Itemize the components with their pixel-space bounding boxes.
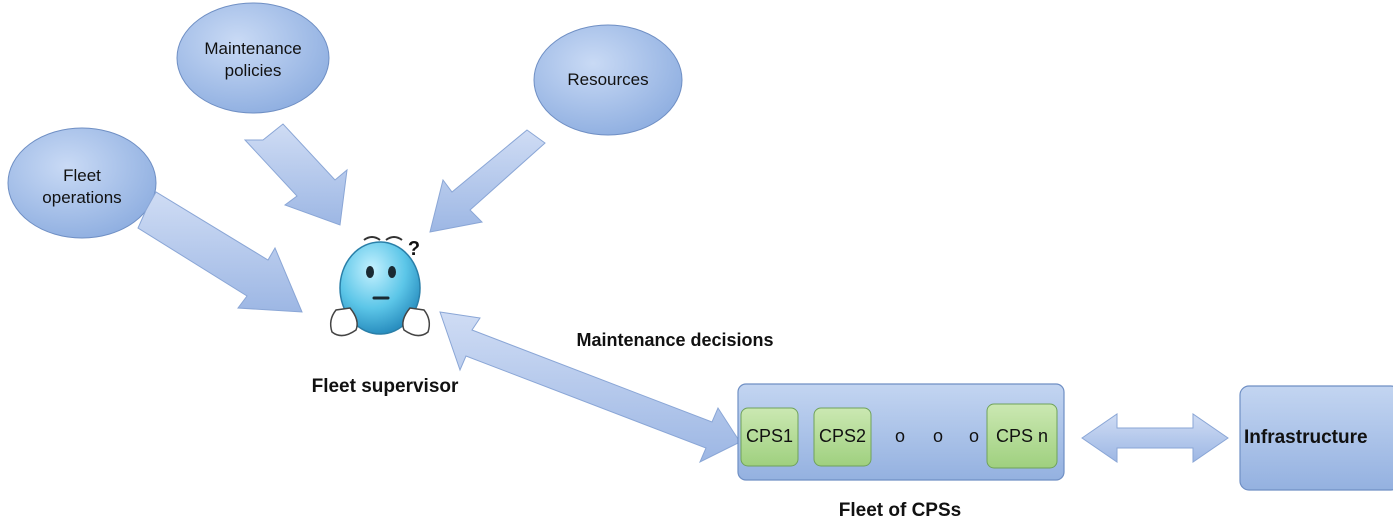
fleet-of-cps-label: Fleet of CPSs (838, 500, 962, 521)
ellipsis-dot-2: o (932, 426, 943, 446)
cps2-label: CPS2 (818, 426, 867, 446)
resources-node (533, 24, 683, 136)
cps1-label: CPS1 (745, 426, 794, 446)
infrastructure-label: Infrastructure (1244, 427, 1368, 448)
cps1-box (740, 407, 799, 467)
fleet-supervisor-label: Fleet supervisor (311, 376, 459, 397)
arrow-from-resources (429, 129, 546, 233)
cps-n-box (986, 403, 1058, 469)
cps2-box (813, 407, 872, 467)
arrow-from-policies (243, 123, 348, 226)
fleet-operations-label: Fleet operations (42, 166, 122, 207)
arrow-from-operations (137, 191, 303, 313)
fleet-infrastructure-arrow (1081, 413, 1229, 463)
ellipsis-dot-3: o (968, 426, 979, 446)
cps-n-label: CPS n (995, 426, 1049, 446)
fleet-operations-node (7, 127, 157, 239)
supervisor-question-mark: ? (407, 238, 421, 260)
resources-label: Resources (567, 70, 649, 89)
fleet-supervisor-face-icon (329, 236, 431, 337)
ellipsis-dot-1: o (894, 426, 905, 446)
maintenance-policies-label: Maintenance policies (204, 39, 302, 80)
maintenance-policies-node (176, 2, 330, 114)
infrastructure-box (1239, 385, 1393, 491)
maintenance-decisions-label: Maintenance decisions (576, 330, 774, 350)
